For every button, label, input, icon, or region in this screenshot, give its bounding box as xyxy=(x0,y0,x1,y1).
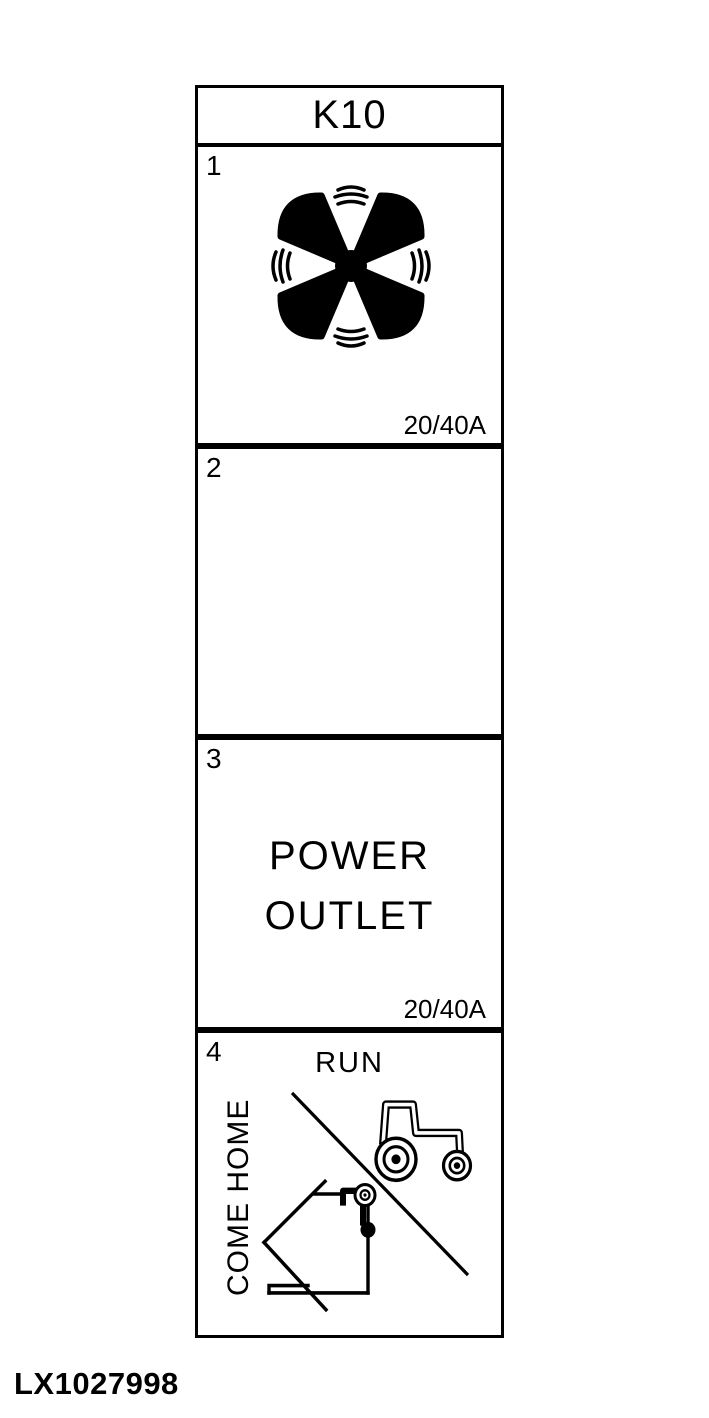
relay-card-header: K10 xyxy=(198,88,501,147)
relay-card-k10: K10 1 xyxy=(195,85,504,1338)
fuse-rating: 20/40A xyxy=(403,410,486,440)
diagonal-divider-line xyxy=(290,1091,470,1277)
relay-cell-1: 1 xyxy=(198,147,501,443)
figure-code: LX1027998 xyxy=(14,1366,179,1401)
run-label: RUN xyxy=(315,1047,384,1079)
relay-cell-4: 4 RUN COME HOME xyxy=(198,1027,501,1335)
fan-icon xyxy=(251,166,451,366)
cell-number: 4 xyxy=(206,1036,222,1067)
relay-cell-3: 3 POWER OUTLET 20/40A xyxy=(198,734,501,1027)
fuse-rating: 20/40A xyxy=(403,994,486,1024)
come-home-house-icon xyxy=(261,1178,377,1313)
relay-cell-2: 2 xyxy=(198,443,501,734)
relay-card-title: K10 xyxy=(312,93,387,137)
power-outlet-label: POWER OUTLET xyxy=(264,834,435,938)
cell-number: 3 xyxy=(206,743,222,774)
cell-number: 2 xyxy=(206,452,222,483)
tractor-icon xyxy=(374,1100,473,1183)
cell-number: 1 xyxy=(206,150,222,181)
